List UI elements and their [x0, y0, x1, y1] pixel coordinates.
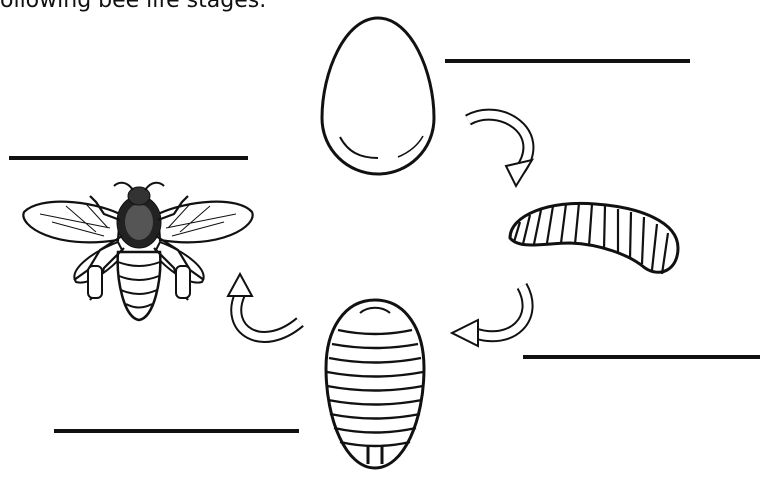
bee-icon	[23, 183, 252, 320]
pupa-icon	[326, 300, 424, 468]
arrow-pupa-to-adult-icon	[228, 274, 300, 337]
egg-icon	[322, 18, 434, 174]
arrow-egg-to-larva-icon	[468, 115, 532, 186]
larva-icon	[510, 203, 678, 274]
arrow-larva-to-pupa-icon	[452, 286, 528, 346]
